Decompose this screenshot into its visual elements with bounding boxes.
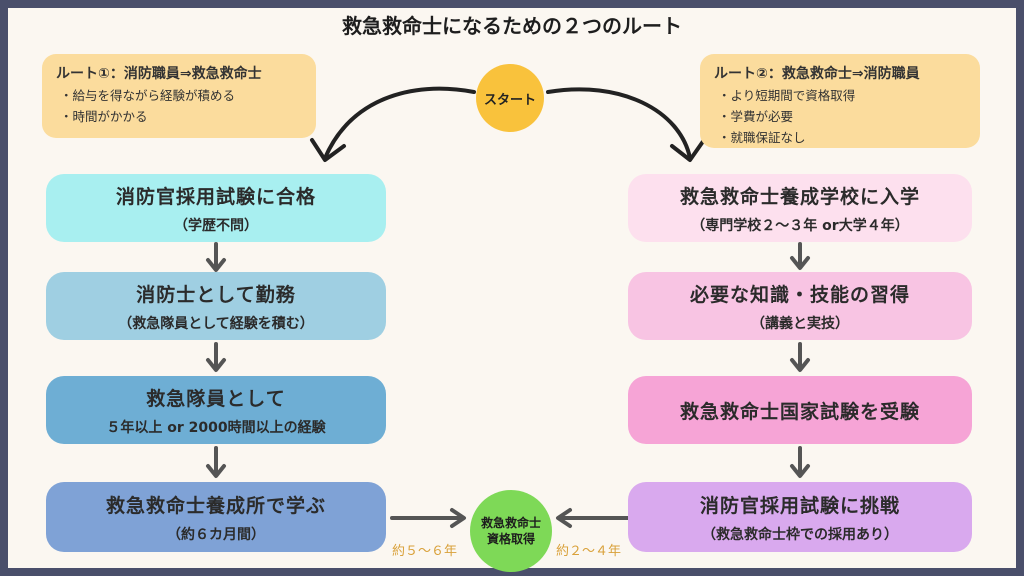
step-subtitle: ５年以上 or 2000時間以上の経験 [106, 419, 326, 436]
right-step-3: 救急救命士国家試験を受験 [628, 376, 972, 444]
step-title: 消防官採用試験に合格 [115, 185, 316, 208]
start-to-route2-arrowhead [670, 138, 706, 162]
step-subtitle: （救急隊員として経験を積む） [118, 315, 314, 332]
route1-point: ・給与を得ながら経験が積める [60, 88, 236, 103]
route2-note: ルート②：救急救命士⇒消防職員 ・より短期間で資格取得 ・学費が必要 ・就職保証… [700, 54, 980, 148]
left-step-4: 救急救命士養成所で学ぶ （約６カ月間） [46, 482, 386, 552]
start-node: スタート [476, 64, 544, 132]
left-step-3: 救急隊員として ５年以上 or 2000時間以上の経験 [46, 376, 386, 444]
step-title: 消防士として勤務 [136, 283, 296, 306]
goal-line2: 資格取得 [486, 532, 535, 546]
start-to-route1-arrowhead [310, 138, 346, 162]
start-to-route2-arrow [546, 87, 692, 160]
start-to-route1-arrow [323, 86, 476, 160]
route2-title: ルート②：救急救命士⇒消防職員 [714, 66, 920, 82]
left-step-2: 消防士として勤務 （救急隊員として経験を積む） [46, 272, 386, 340]
route2-point: ・学費が必要 [718, 109, 794, 124]
step-title: 消防官採用試験に挑戦 [699, 494, 900, 517]
step-title: 救急救命士養成学校に入学 [679, 185, 920, 208]
step-subtitle: （学歴不問） [174, 217, 258, 234]
goal-line1: 救急救命士 [480, 515, 541, 530]
route1-point: ・時間がかかる [60, 109, 148, 124]
route2-point: ・就職保証なし [718, 130, 806, 145]
step-title: 救急隊員として [146, 387, 286, 410]
diagram-title: 救急救命士になるための２つのルート [342, 14, 682, 38]
goal-node: 救急救命士 資格取得 [470, 490, 552, 572]
step-title: 救急救命士養成所で学ぶ [105, 494, 326, 517]
left-step-1: 消防官採用試験に合格 （学歴不問） [46, 174, 386, 242]
right-duration-label: 約２～４年 [556, 544, 622, 559]
right-step-4: 消防官採用試験に挑戦 （救急救命士枠での採用あり） [628, 482, 972, 552]
left-duration-label: 約５～６年 [392, 544, 458, 559]
step-subtitle: （講義と実技） [751, 315, 849, 332]
step-title: 必要な知識・技能の習得 [689, 283, 910, 306]
step-subtitle: （約６カ月間） [167, 526, 265, 543]
route1-note: ルート①：消防職員⇒救急救命士 ・給与を得ながら経験が積める ・時間がかかる [42, 54, 316, 138]
route1-title: ルート①：消防職員⇒救急救命士 [56, 66, 262, 82]
step-subtitle: （専門学校２～３年 or大学４年） [691, 217, 909, 234]
route2-point: ・より短期間で資格取得 [718, 88, 856, 103]
right-step-2: 必要な知識・技能の習得 （講義と実技） [628, 272, 972, 340]
step-subtitle: （救急救命士枠での採用あり） [702, 526, 898, 543]
right-step-1: 救急救命士養成学校に入学 （専門学校２～３年 or大学４年） [628, 174, 972, 242]
step-title: 救急救命士国家試験を受験 [679, 400, 920, 423]
